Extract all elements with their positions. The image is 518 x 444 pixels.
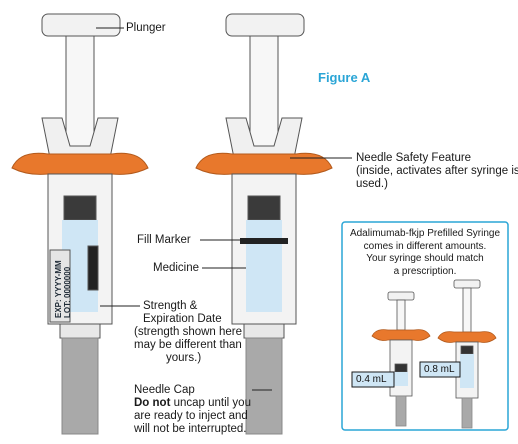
large-volume-label: 0.8 mL — [424, 364, 455, 375]
fill-marker-band — [240, 238, 288, 244]
stopper — [63, 195, 97, 221]
right-syringe — [195, 13, 333, 435]
needle-safety-label-3: used.) — [356, 178, 388, 190]
plunger-head-2 — [225, 13, 305, 37]
barrel-neck — [59, 323, 101, 339]
inset-line-4: a prescription. — [393, 265, 457, 277]
large-volume-box — [419, 361, 461, 378]
inset-syringe-small — [371, 291, 431, 427]
needle-cap-label: Needle Cap — [134, 384, 195, 396]
fill-marker-label: Fill Marker — [137, 234, 191, 246]
label-barcode — [87, 245, 99, 291]
inset-syringe-large — [437, 279, 497, 429]
needle-cap-label-3: are ready to inject and — [134, 410, 248, 422]
needle-cap-warning-text: uncap until you — [170, 397, 251, 409]
inset-caption: Adalimumab-fkjp Prefilled Syringe comes … — [346, 228, 504, 278]
leader-lines — [96, 27, 352, 391]
plunger-rod — [65, 35, 95, 157]
left-syringe — [11, 13, 149, 435]
needle-safety-label-1: Needle Safety Feature — [356, 152, 472, 164]
needle-cap-label-4: will not be interrupted. — [134, 423, 247, 435]
label-lot: LOT: 0000000 — [63, 266, 72, 318]
small-volume-label: 0.4 mL — [356, 374, 387, 385]
label-exp: EXP: YYYY-MM — [54, 260, 63, 318]
figure-label: Figure A — [318, 70, 371, 85]
needle-safety-label-2: (inside, activates after syringe is — [356, 165, 518, 177]
strength-label-1: Strength & — [143, 300, 198, 312]
small-volume-box — [351, 371, 395, 388]
inset-box — [341, 221, 509, 431]
finger-flange-2 — [195, 152, 333, 175]
finger-flange — [11, 152, 149, 175]
stopper-2 — [247, 195, 281, 221]
strength-label-5: yours.) — [166, 352, 202, 364]
medicine-fill-2 — [246, 220, 282, 312]
do-not-emphasis: Do not — [134, 397, 171, 409]
inset-line-2: comes in different amounts. — [363, 240, 487, 252]
plunger-head — [41, 13, 121, 37]
plunger-rod-2 — [249, 35, 279, 157]
needle-cap-2 — [245, 337, 283, 435]
plunger-label: Plunger — [126, 22, 166, 34]
needle-cap-warning: Do not uncap until you — [134, 397, 251, 410]
barrel-neck-2 — [243, 323, 285, 339]
medicine-label: Medicine — [153, 262, 200, 274]
strength-label-3: (strength shown here — [134, 326, 243, 338]
barrel-label — [49, 249, 71, 323]
needle-cap — [61, 337, 99, 435]
inset-line-1: Adalimumab-fkjp Prefilled Syringe — [349, 228, 501, 239]
strength-label-2: Expiration Date — [143, 313, 222, 325]
strength-label-4: may be different than — [134, 339, 242, 351]
inset-line-3: Your syringe should match — [366, 253, 484, 264]
